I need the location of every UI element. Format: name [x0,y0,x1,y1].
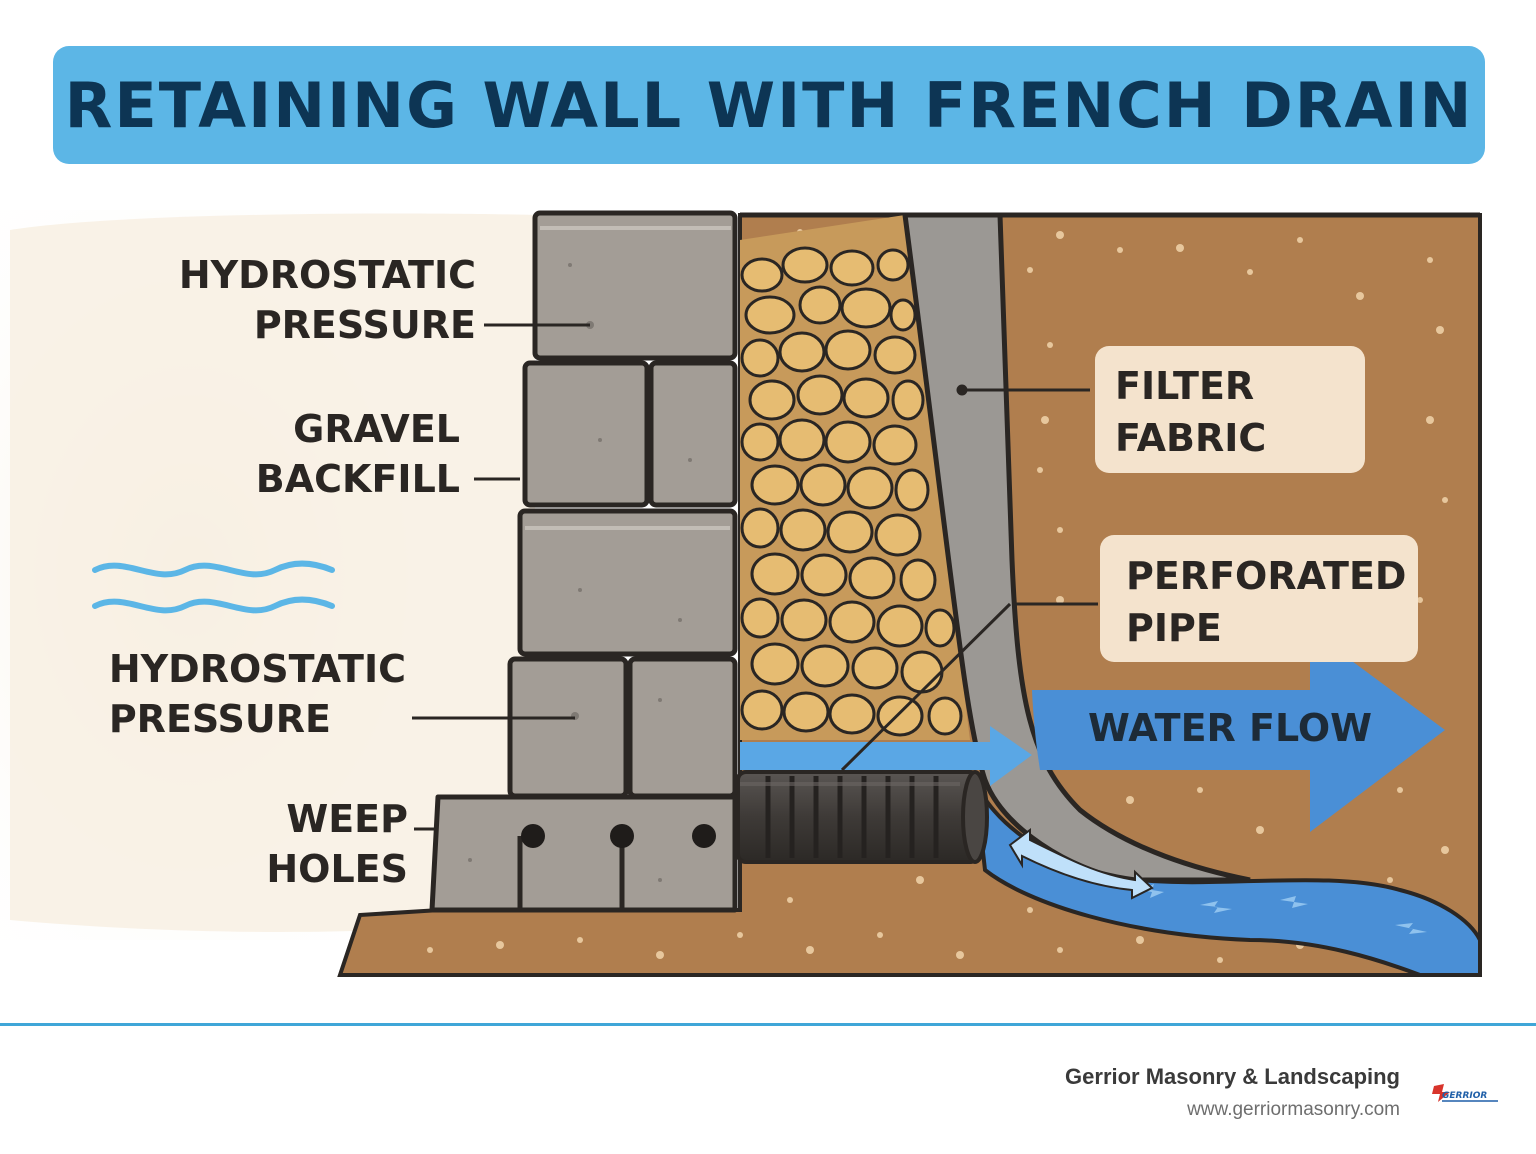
label-gravel-backfill: GRAVEL BACKFILL [255,407,460,501]
weep-hole-icon [521,824,545,848]
perforated-pipe [736,770,989,864]
leader-lines [412,323,1098,831]
footer-divider [0,1023,1536,1026]
gravel-stones [740,246,963,737]
weep-hole-icon [610,824,634,848]
label-hydrostatic-pressure-bottom: HYDROSTATIC PRESSURE [108,647,406,741]
label-hydrostatic-pressure-top: HYDROSTATIC PRESSURE [178,253,476,347]
weep-hole-icons [521,824,716,848]
retaining-wall-diagram [0,210,1482,977]
wave-icon [92,560,335,614]
water-flow-arrow [1032,630,1445,832]
stream-highlights [1140,884,1427,934]
footer-company-name: Gerrior Masonry & Landscaping [1065,1064,1400,1089]
label-filter-fabric: FILTER FABRIC [1115,364,1267,460]
title-banner: RETAINING WALL WITH FRENCH DRAIN [53,46,1485,164]
perforated-pipe-box [1100,535,1418,662]
label-water-flow: WATER FLOW [1088,706,1373,750]
label-weep-holes: WEEP HOLES [266,797,408,891]
diagram-title: RETAINING WALL WITH FRENCH DRAIN [64,68,1474,142]
label-perforated-pipe: PERFORATED PIPE [1126,554,1407,650]
filter-fabric-box [1095,346,1365,473]
retaining-wall [429,210,738,913]
weep-water-arrow [740,726,1032,786]
stream-double-arrow [1008,828,1154,900]
gerrior-logo: GERRIOR [1432,1084,1498,1102]
footer-website: www.gerriormasonry.com [1187,1099,1400,1120]
svg-text:GERRIOR: GERRIOR [1442,1091,1487,1101]
weep-hole-icon [692,824,716,848]
